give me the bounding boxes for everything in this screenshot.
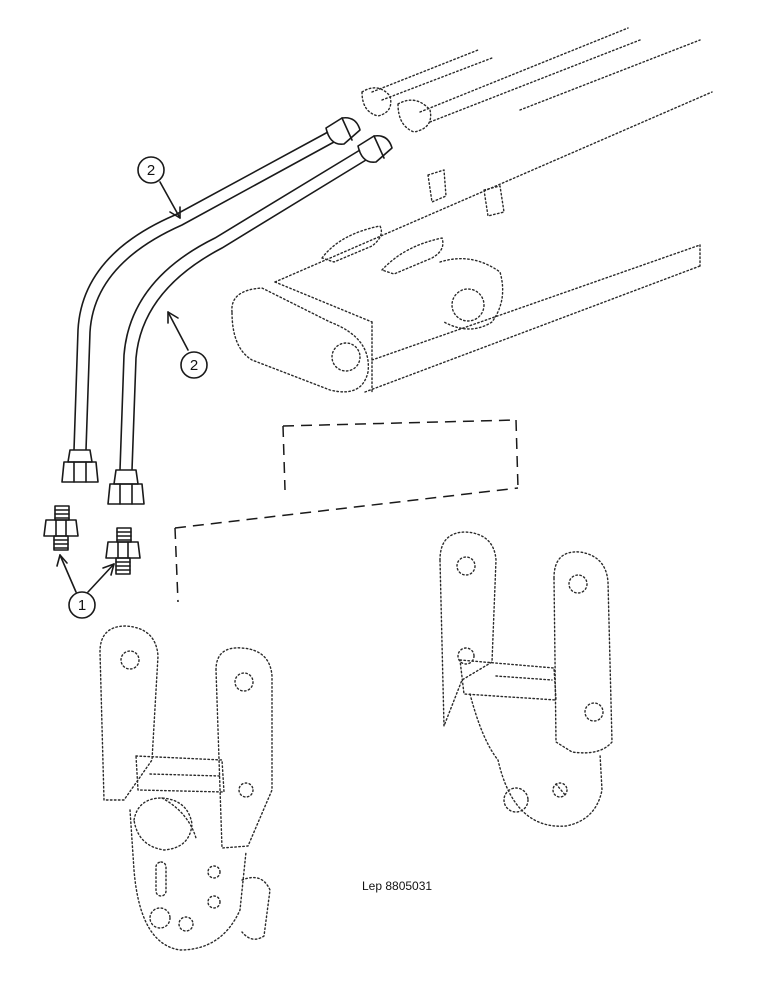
callout-item-1-label: 1 <box>78 597 86 614</box>
callout-item-2-top: 2 <box>137 156 181 219</box>
position-guide-dashed <box>174 419 519 603</box>
clevis-bracket-left <box>99 625 273 951</box>
hydraulic-hose-2 <box>107 134 393 505</box>
adapter-fitting-1 <box>43 505 79 551</box>
adapter-fitting-2 <box>105 527 141 575</box>
callout-item-2-bottom-label: 2 <box>190 357 198 374</box>
clevis-bracket-right <box>439 531 613 827</box>
callout-item-1: 1 <box>56 554 115 619</box>
drawing-reference-code: Lep 8805031 <box>362 879 432 893</box>
callout-item-2-top-label: 2 <box>147 162 155 179</box>
boom-arm <box>231 27 713 393</box>
callout-item-2-bottom: 2 <box>167 311 208 379</box>
hydraulic-hose-1 <box>61 116 361 483</box>
